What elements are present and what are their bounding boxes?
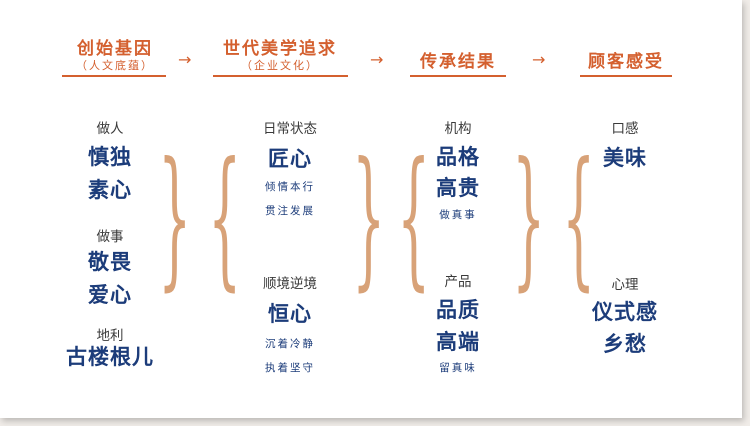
value-gaogui: 高贵	[436, 175, 480, 200]
value-pinge: 品格	[436, 144, 480, 169]
header-underline	[213, 75, 348, 77]
right-brace-icon: }	[158, 131, 192, 305]
header-aesthetic-pursuit: 世代美学追求	[223, 39, 337, 59]
value-jiangxin: 匠心	[268, 146, 312, 171]
header-legacy-result: 传承结果	[420, 52, 496, 72]
label-conduct: 做人	[96, 121, 124, 137]
label-work: 做事	[96, 229, 124, 245]
value-nostalgia: 乡愁	[603, 331, 647, 356]
note-keep-real-taste: 留真味	[439, 362, 477, 374]
value-sense-of-ritual: 仪式感	[592, 299, 658, 324]
note-calm: 沉着冷静	[265, 338, 315, 350]
header-underline	[62, 75, 166, 77]
value-gulougener: 古楼根儿	[66, 344, 154, 369]
note-focus: 贯注发展	[265, 205, 315, 217]
label-adversity: 顺境逆境	[263, 276, 317, 292]
diagram-panel: 创始基因 （人文底蕴） → 世代美学追求 （企业文化） → 传承结果 → 顾客感…	[0, 0, 742, 418]
header-aesthetic-pursuit-subtitle: （企业文化）	[241, 59, 319, 72]
left-brace-icon: {	[208, 131, 242, 305]
value-gaoduan: 高端	[436, 329, 480, 354]
note-do-real-things: 做真事	[439, 209, 477, 221]
header-origin-gene-subtitle: （人文底蕴）	[76, 59, 154, 72]
arrow-icon: →	[178, 50, 192, 69]
header-underline	[410, 75, 506, 77]
value-shendu: 慎独	[88, 144, 132, 169]
value-aixin: 爱心	[88, 282, 132, 307]
arrow-icon: →	[532, 50, 546, 69]
note-persistence: 执着坚守	[265, 362, 315, 374]
header-underline	[580, 75, 672, 77]
left-brace-icon: {	[562, 131, 596, 305]
note-devotion: 倾情本行	[265, 181, 315, 193]
value-jingwei: 敬畏	[88, 249, 132, 274]
value-pinzhi: 品质	[436, 297, 480, 322]
header-origin-gene: 创始基因	[77, 39, 153, 59]
label-psychology: 心理	[611, 277, 639, 293]
value-suxin: 素心	[88, 177, 132, 202]
right-brace-icon: }	[512, 131, 546, 305]
right-brace-icon: }	[352, 131, 386, 305]
arrow-icon: →	[370, 50, 384, 69]
label-institution: 机构	[444, 121, 472, 137]
value-hengxin: 恒心	[268, 301, 312, 326]
label-taste: 口感	[611, 121, 639, 137]
label-location: 地利	[96, 328, 124, 344]
label-daily-state: 日常状态	[263, 121, 317, 137]
left-brace-icon: {	[397, 131, 431, 305]
header-customer-feeling: 顾客感受	[588, 52, 664, 72]
label-product: 产品	[444, 274, 472, 290]
value-delicious: 美味	[603, 145, 647, 170]
